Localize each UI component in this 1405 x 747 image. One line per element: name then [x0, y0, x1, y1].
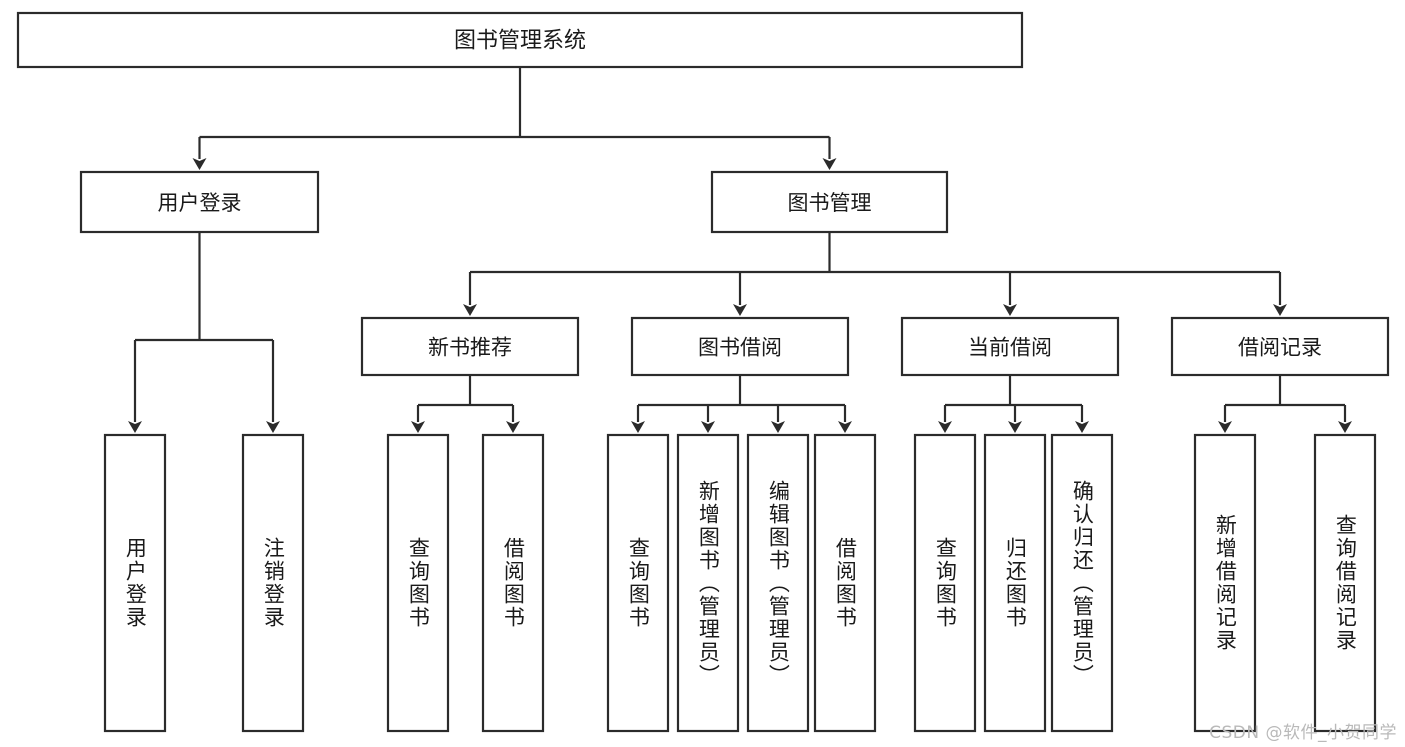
node-box-leaf-add-book-admin[interactable]	[676, 433, 740, 733]
node-box-leaf-query-borrow-record[interactable]	[1313, 433, 1377, 733]
node-box-leaf-query-book-3[interactable]	[913, 433, 977, 733]
node-box-leaf-add-borrow-record[interactable]	[1193, 433, 1257, 733]
node-box-book-manage[interactable]	[710, 170, 949, 234]
node-box-current-borrow[interactable]	[900, 316, 1120, 377]
node-box-leaf-query-book-1[interactable]	[386, 433, 450, 733]
node-label-book-borrow: 图书借阅	[698, 336, 782, 360]
node-box-leaf-edit-book-admin[interactable]	[746, 433, 810, 733]
csdn-watermark: CSDN @软件_小贺同学	[1209, 723, 1397, 743]
node-box-leaf-query-book-2[interactable]	[606, 433, 670, 733]
node-box-leaf-borrow-book-2[interactable]	[813, 433, 877, 733]
node-label-user-login: 用户登录	[158, 191, 242, 215]
node-box-leaf-borrow-book-1[interactable]	[481, 433, 545, 733]
node-box-new-book-recommend[interactable]	[360, 316, 580, 377]
node-box-leaf-user-login[interactable]	[103, 433, 167, 733]
node-box-leaf-confirm-return-admin[interactable]	[1050, 433, 1114, 733]
node-box-leaf-logout-login[interactable]	[241, 433, 305, 733]
node-box-borrow-record[interactable]	[1170, 316, 1390, 377]
node-label-root: 图书管理系统	[454, 29, 586, 54]
node-box-leaf-return-book[interactable]	[983, 433, 1047, 733]
boxes-layer	[16, 11, 1390, 733]
connectors-layer	[128, 67, 1352, 433]
node-label-current-borrow: 当前借阅	[968, 336, 1052, 360]
node-label-book-manage: 图书管理	[788, 191, 872, 215]
node-box-user-login[interactable]	[79, 170, 320, 234]
node-label-borrow-record: 借阅记录	[1238, 336, 1322, 360]
node-box-root[interactable]	[16, 11, 1024, 69]
node-box-book-borrow[interactable]	[630, 316, 850, 377]
node-label-new-book-recommend: 新书推荐	[428, 336, 512, 360]
